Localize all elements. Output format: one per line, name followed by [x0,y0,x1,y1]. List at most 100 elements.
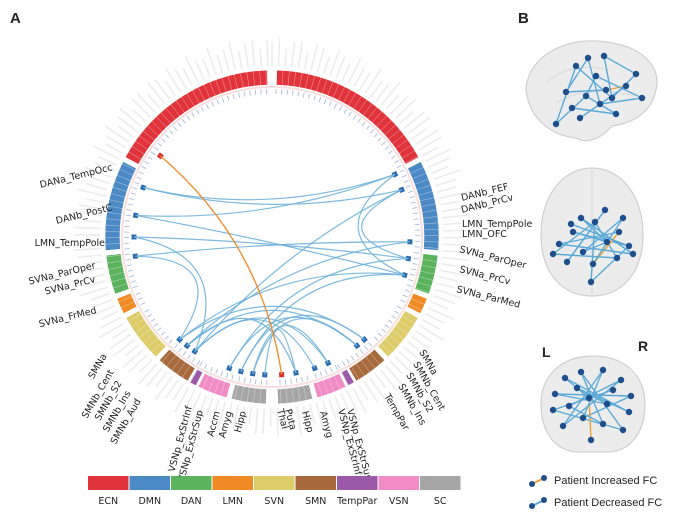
network-arc-smn [158,348,196,382]
legend-label-smn: SMN [305,496,326,507]
brain-node [612,110,620,118]
brain-node [629,250,637,258]
brain-node [577,214,585,222]
brain-node [563,258,571,266]
brain-edge [552,409,624,431]
increased-fc-label: Patient Increased FC [554,475,658,487]
brain-edge [603,55,637,75]
brain-node [592,72,600,80]
legend-swatch-temppar [337,476,378,490]
brain-node [589,260,597,268]
brain-node [619,214,627,222]
legend-swatch-ecn [88,476,129,490]
brain-edge [582,369,604,419]
brain-edge [562,369,604,427]
brain-node [627,392,635,400]
decreased-fc-link [179,272,405,341]
brain-node [608,94,616,102]
right-roi-label: SVNa_PrCv [458,264,511,287]
brain-node [579,414,587,422]
brain-node [625,408,633,416]
left-roi-label: DANa_TempOcc [39,162,114,191]
panel-a-label: A [10,10,21,27]
network-arc-ecn [275,69,420,165]
decreased-fc-link [135,173,396,217]
brain-edge [582,241,608,253]
decreased-fc-link [240,314,365,372]
increased-fc-icon [529,475,547,487]
legend-swatch-dan [171,476,212,490]
brain-edge [565,57,589,93]
network-arc-sc [230,384,268,405]
legend-swatch-smn [295,476,336,490]
decreased-fc-link [143,173,396,201]
brain-node [572,62,580,70]
bottom-left-roi-label: Hipp [233,410,249,434]
network-arc-svn [377,310,419,358]
brain-node [619,426,627,434]
brain-node [559,422,567,430]
brain-node [603,238,611,246]
inner-roi-ticks [121,86,423,388]
decreased-fc-label: Patient Decreased FC [554,497,663,509]
brain-sagittal-view [525,40,658,142]
legend-label-dan: DAN [181,496,202,507]
brain-edge [603,55,613,99]
brain-node [552,120,560,128]
brain-node [600,52,608,60]
brain-edge [595,75,643,99]
brain-node [576,114,584,122]
decreased-fc-link [186,317,297,374]
brain-edge [582,217,624,253]
brain-node [638,94,646,102]
decreased-fc-link [133,236,207,352]
legend-swatch-svn [254,476,295,490]
brain-node [555,240,563,248]
left-roi-label: LMN_TempPole [35,238,106,249]
legend-label-vsn: VSN [389,496,409,507]
legend-swatch-vsn [378,476,419,490]
brain-node [584,54,592,62]
decreased-fc-icon [529,497,547,509]
decreased-fc-link [361,189,409,260]
brain-edge [552,221,596,255]
brain-node [603,400,611,408]
network-arc-temppar [189,368,204,387]
network-arc-dmn [104,161,137,251]
brain-node [613,254,621,262]
brain-node [622,82,630,90]
legend-swatch-sc [420,476,461,490]
connection-links [131,152,413,378]
network-arc-smn [348,348,386,382]
brain-node [599,420,607,428]
brain-edge [552,253,618,259]
decreased-fc-link [143,186,402,205]
brain-edge [552,389,614,411]
brain-node [551,390,559,398]
brain-edge [576,387,608,405]
brain-node [567,220,575,228]
brain-edge [580,217,634,255]
left-hemisphere-label: L [542,344,551,360]
right-roi-label: LMN_OFC [462,229,507,240]
bottom-right-roi-label: Hipp [299,410,315,434]
brain-node [601,206,609,214]
bottom-right-roi-label: Thal [274,407,290,430]
brain-node [609,386,617,394]
network-arc-dan [414,253,439,295]
brain-edge [585,75,597,97]
brain-node [625,242,633,250]
brain-node [591,218,599,226]
decreased-fc-link [135,241,410,257]
brain-coronal-view [540,355,646,453]
bottom-right-roi-label: Amyg [317,410,335,439]
increased-fc-link [159,155,283,375]
brain-edge [568,405,604,425]
brain-edge [565,89,607,93]
legend-label-ecn: ECN [98,496,118,507]
faint-roi-label-ring [73,37,472,437]
network-arc-svn [125,310,167,358]
